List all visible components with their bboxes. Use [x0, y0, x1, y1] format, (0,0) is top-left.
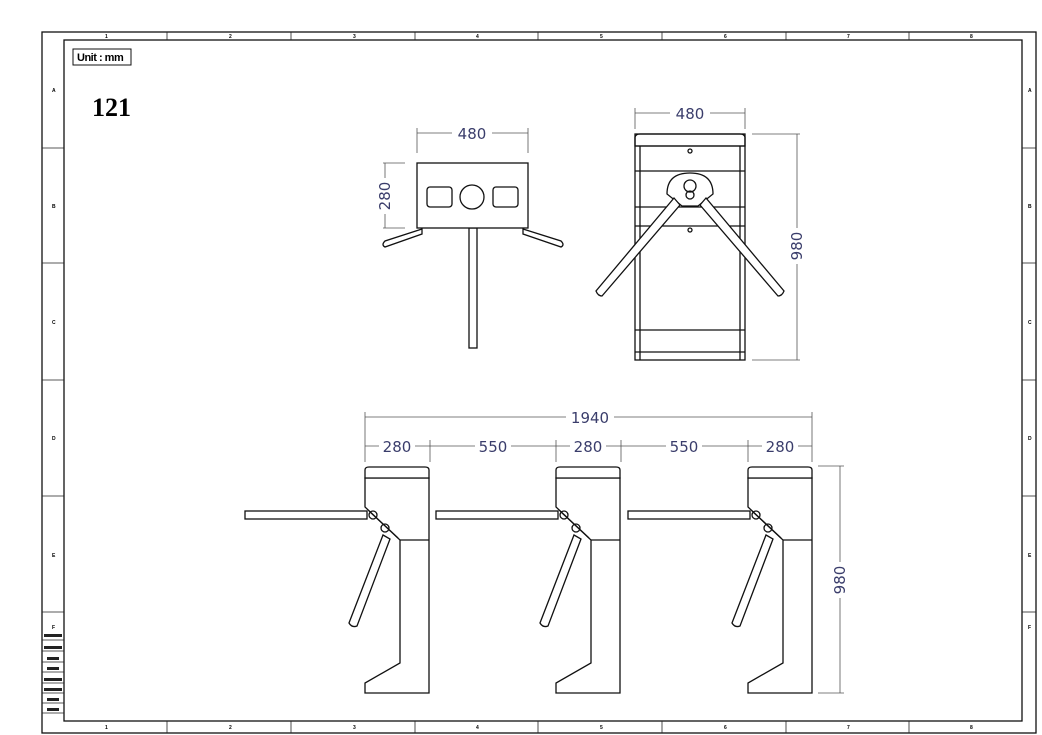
unit-label: Unit : mm	[77, 52, 124, 64]
row-label: B	[1028, 204, 1032, 210]
column-label: 5	[600, 34, 603, 40]
row-label: C	[52, 320, 56, 326]
row-label: E	[1028, 553, 1032, 559]
column-label: 8	[970, 725, 973, 731]
row-label: F	[1028, 625, 1031, 631]
column-label: 6	[724, 34, 727, 40]
column-label: 1	[105, 34, 108, 40]
drawing-number: 121	[92, 93, 131, 122]
column-label: 2	[229, 725, 232, 731]
top-view-width-dim: 480	[458, 125, 487, 143]
row-label: C	[1028, 320, 1032, 326]
row-label: F	[52, 625, 55, 631]
unit-label-box	[72, 48, 132, 66]
side-view-turnstile-1	[244, 466, 430, 694]
segment-dim: 550	[670, 438, 699, 456]
row-label: B	[52, 204, 56, 210]
column-label: 4	[476, 725, 479, 731]
overall-width-dim: 1940	[571, 409, 609, 427]
side-view-height-dim: 980	[831, 566, 849, 595]
column-label: 6	[724, 725, 727, 731]
column-label: 2	[229, 34, 232, 40]
drawing-frame: 1 2 3 4 5 6 7 8 1 2 3 4 5 6 7 8 A B C D …	[41, 31, 1037, 734]
row-label: A	[1028, 88, 1032, 94]
column-label: 1	[105, 725, 108, 731]
front-view-height-dim: 980	[788, 232, 806, 261]
segment-dim: 550	[479, 438, 508, 456]
top-view: 480 280	[376, 125, 564, 349]
column-label: 3	[353, 725, 356, 731]
front-view: 480 980	[595, 105, 806, 361]
side-view-dimensions: 1940 280 550 280 550 280 980	[364, 409, 849, 694]
column-label: 4	[476, 34, 479, 40]
column-label: 5	[600, 725, 603, 731]
segment-dim: 280	[574, 438, 603, 456]
row-label: D	[1028, 436, 1032, 442]
column-label: 8	[970, 34, 973, 40]
front-view-width-dim: 480	[676, 105, 705, 123]
segment-dim: 280	[766, 438, 795, 456]
side-view-turnstile-2	[435, 466, 621, 694]
row-label: E	[52, 553, 56, 559]
column-label: 7	[847, 34, 850, 40]
column-label: 3	[353, 34, 356, 40]
side-view-turnstile-3	[627, 466, 813, 694]
segment-dim: 280	[383, 438, 412, 456]
row-label: A	[52, 88, 56, 94]
title-block	[42, 634, 64, 714]
top-view-depth-dim: 280	[376, 182, 394, 211]
column-label: 7	[847, 725, 850, 731]
row-label: D	[52, 436, 56, 442]
